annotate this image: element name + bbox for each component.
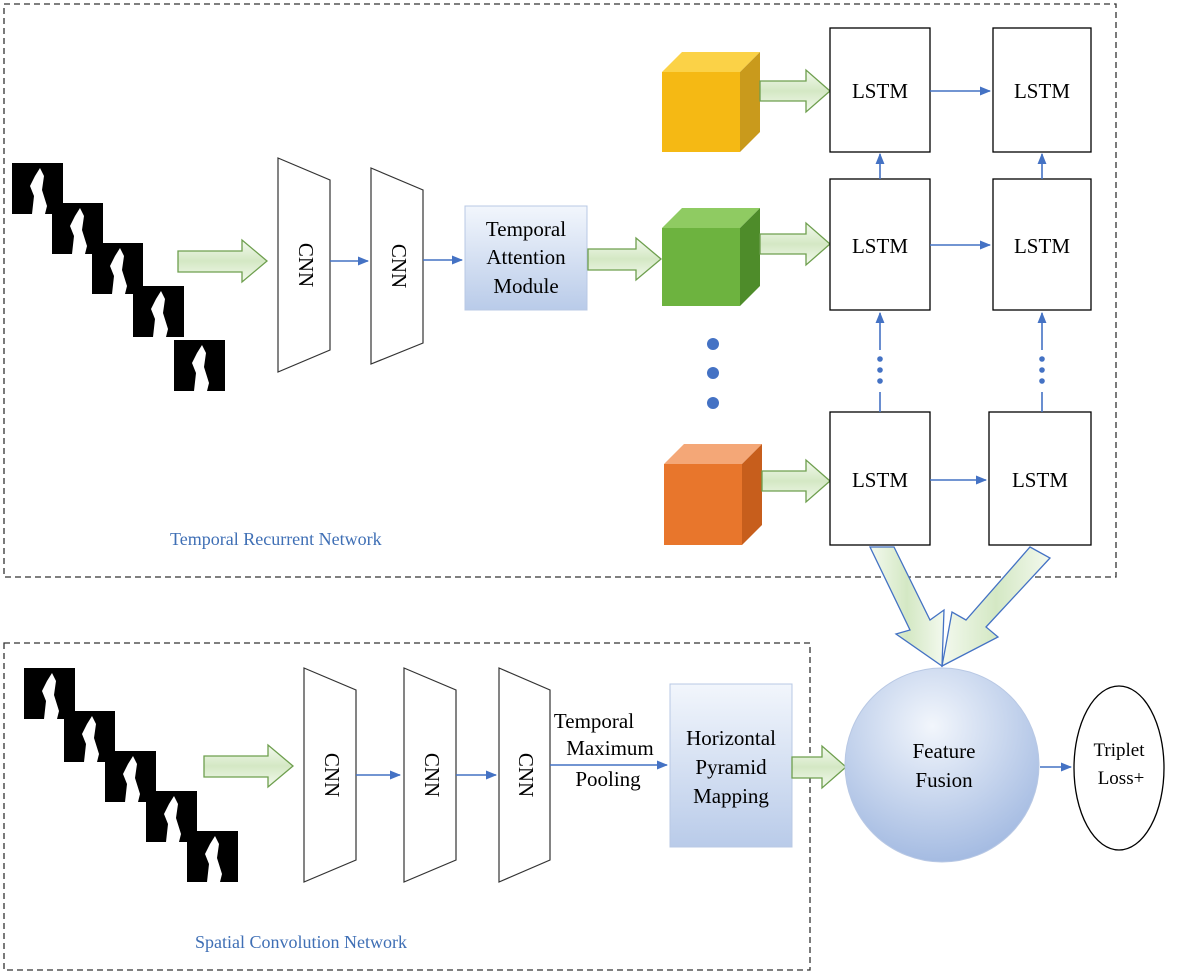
lstm-label-r3c1: LSTM bbox=[852, 468, 908, 492]
lstm-label-r2c2: LSTM bbox=[1014, 234, 1070, 258]
triplet-loss-node bbox=[1073, 685, 1165, 851]
cnn-layer-spatial-1 bbox=[303, 667, 357, 883]
lstm-dotted-connector-2 bbox=[1037, 311, 1047, 412]
lstm-cell-r2c1 bbox=[829, 178, 931, 311]
spatial-section-label: Spatial Convolution Network bbox=[195, 932, 407, 952]
loss-label-line-1: Triplet bbox=[1093, 740, 1145, 761]
fusion-label-line-1: Feature bbox=[913, 739, 976, 763]
cube-to-lstm-arrow-2 bbox=[759, 221, 831, 267]
horizontal-pyramid-mapping-module bbox=[669, 683, 793, 848]
cnn-label-temporal-2: CNN bbox=[387, 244, 411, 288]
cnn-label-spatial-1: CNN bbox=[320, 753, 344, 797]
cnn-layer-spatial-2 bbox=[403, 667, 457, 883]
lstm-cell-r3c1 bbox=[829, 411, 931, 546]
input-arrow-spatial bbox=[203, 743, 295, 789]
loss-label-line-2: Loss+ bbox=[1098, 768, 1145, 789]
cnn-layer-temporal-1 bbox=[277, 157, 331, 373]
cnn-label-temporal-1: CNN bbox=[294, 243, 318, 287]
lstm-label-r2c1: LSTM bbox=[852, 234, 908, 258]
mapping-label-line-1: Horizontal bbox=[686, 726, 776, 750]
lstm-to-fusion-arrow-2 bbox=[941, 546, 1052, 668]
spatial-section-border bbox=[3, 642, 811, 971]
cnn-layer-spatial-3 bbox=[498, 667, 551, 883]
input-arrow-temporal bbox=[177, 238, 269, 284]
temporal-section-label: Temporal Recurrent Network bbox=[170, 529, 382, 549]
cube-to-lstm-arrow-1 bbox=[759, 68, 831, 114]
temporal-section-border bbox=[3, 3, 1117, 578]
attention-label-line-1: Temporal bbox=[486, 217, 566, 241]
attention-label-line-3: Module bbox=[493, 274, 558, 298]
gait-frames-temporal bbox=[12, 163, 225, 391]
mapping-label-line-2: Pyramid bbox=[695, 755, 767, 779]
cnn-label-spatial-2: CNN bbox=[420, 753, 444, 797]
cnn-label-spatial-3: CNN bbox=[514, 753, 538, 797]
feature-cube-yellow bbox=[662, 52, 760, 152]
lstm-cell-r1c2 bbox=[992, 27, 1092, 153]
cube-to-lstm-arrow-3 bbox=[761, 458, 831, 504]
pooling-label-line-3: Pooling bbox=[575, 767, 641, 791]
feature-cube-green bbox=[662, 208, 760, 306]
fusion-label-line-2: Fusion bbox=[915, 768, 973, 792]
pooling-label-line-2: Maximum bbox=[566, 736, 654, 760]
lstm-dotted-connector-1 bbox=[875, 311, 885, 412]
pooling-label-line-1: Temporal bbox=[554, 709, 634, 733]
feature-fusion-node bbox=[844, 667, 1040, 863]
gait-frames-spatial bbox=[24, 668, 238, 882]
lstm-cell-r2c2 bbox=[992, 178, 1092, 311]
attention-to-cube-arrow bbox=[587, 236, 663, 282]
lstm-cell-r1c1 bbox=[829, 27, 931, 153]
lstm-label-r1c1: LSTM bbox=[852, 79, 908, 103]
cnn-layer-temporal-2 bbox=[370, 167, 424, 365]
lstm-cell-r3c2 bbox=[988, 411, 1092, 546]
cube-ellipsis-dots bbox=[707, 338, 719, 409]
lstm-to-fusion-arrow-1 bbox=[868, 546, 945, 668]
attention-label-line-2: Attention bbox=[486, 245, 566, 269]
lstm-label-r1c2: LSTM bbox=[1014, 79, 1070, 103]
mapping-to-fusion-arrow bbox=[791, 744, 847, 790]
mapping-label-line-3: Mapping bbox=[693, 784, 769, 808]
feature-cube-orange bbox=[664, 444, 762, 545]
temporal-attention-module bbox=[464, 205, 588, 311]
lstm-label-r3c2: LSTM bbox=[1012, 468, 1068, 492]
